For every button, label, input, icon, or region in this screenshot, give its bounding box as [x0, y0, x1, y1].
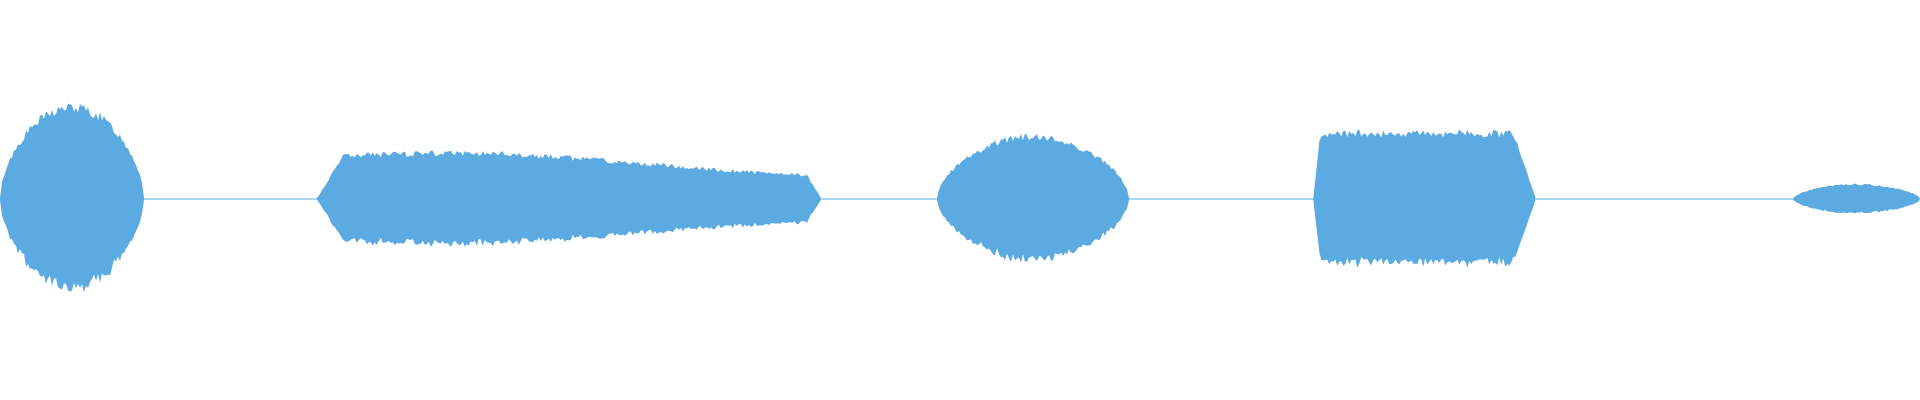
waveform-segment-5	[1793, 183, 1920, 214]
waveform-segment-2	[316, 150, 821, 248]
waveform-segment-1	[0, 103, 144, 293]
waveform-segments	[0, 103, 1920, 293]
waveform-segment-3	[937, 133, 1129, 263]
waveform-segment-4	[1313, 129, 1536, 268]
